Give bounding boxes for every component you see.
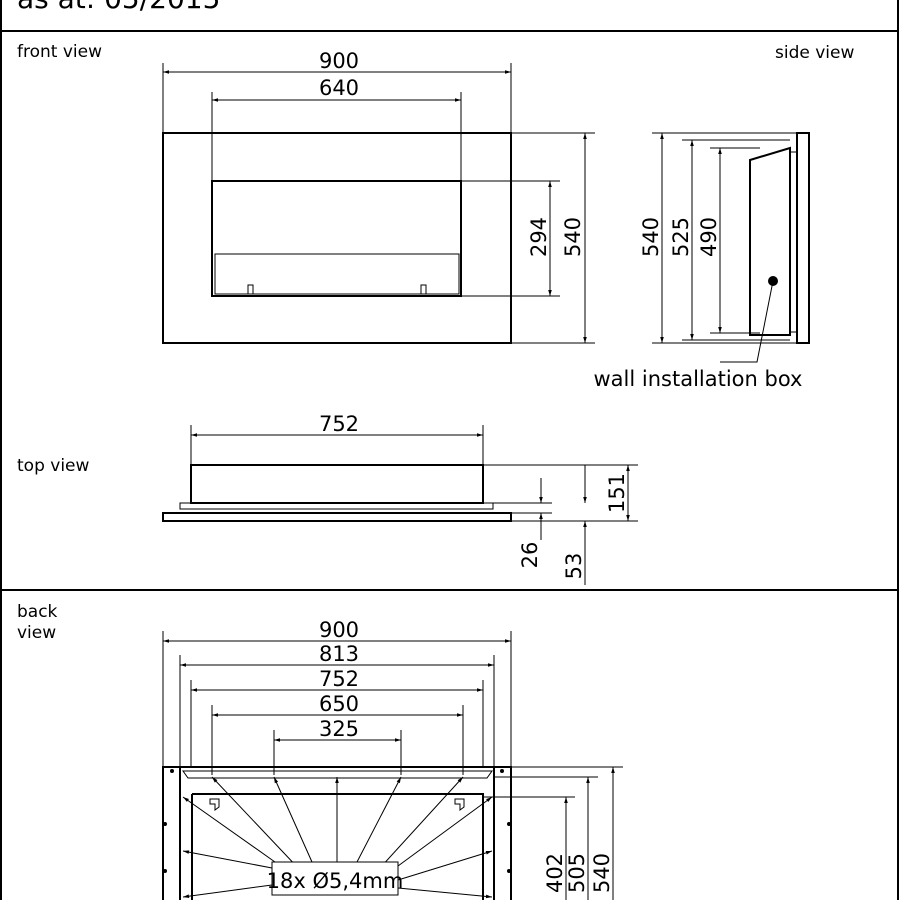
wall-installation-box-callout: wall installation box <box>594 367 803 391</box>
header-title: as at: 05/2015 <box>17 0 220 15</box>
front-view-label: front view <box>17 42 102 62</box>
dim-front-640: 640 <box>319 76 359 100</box>
dim-back-650: 650 <box>319 692 359 716</box>
dim-back-402: 402 <box>543 853 567 893</box>
dim-back-505: 505 <box>565 853 589 893</box>
top-view <box>162 425 638 585</box>
hole-leaders <box>182 776 493 899</box>
dim-side-490: 490 <box>697 217 721 257</box>
back-view <box>162 631 623 900</box>
dim-front-294: 294 <box>527 217 551 257</box>
dim-top-26: 26 <box>518 542 542 569</box>
dim-back-752: 752 <box>319 667 359 691</box>
dim-back-325: 325 <box>319 717 359 741</box>
dim-back-813: 813 <box>319 642 359 666</box>
front-view <box>162 63 595 344</box>
dim-side-525: 525 <box>669 217 693 257</box>
dim-front-900: 900 <box>319 49 359 73</box>
dim-back-540: 540 <box>590 853 614 893</box>
dim-front-540: 540 <box>561 217 585 257</box>
side-view <box>652 132 810 363</box>
mounting-holes-label: 18x Ø5,4mm <box>267 869 404 893</box>
back-view-label-2: view <box>17 623 56 643</box>
side-view-label: side view <box>775 43 854 63</box>
dim-top-752: 752 <box>319 412 359 436</box>
top-view-label: top view <box>17 456 90 476</box>
dim-top-53: 53 <box>562 553 586 580</box>
back-view-label-1: back <box>17 602 58 622</box>
dim-side-540: 540 <box>639 217 663 257</box>
dim-back-900: 900 <box>319 618 359 642</box>
dim-top-151: 151 <box>605 473 629 513</box>
